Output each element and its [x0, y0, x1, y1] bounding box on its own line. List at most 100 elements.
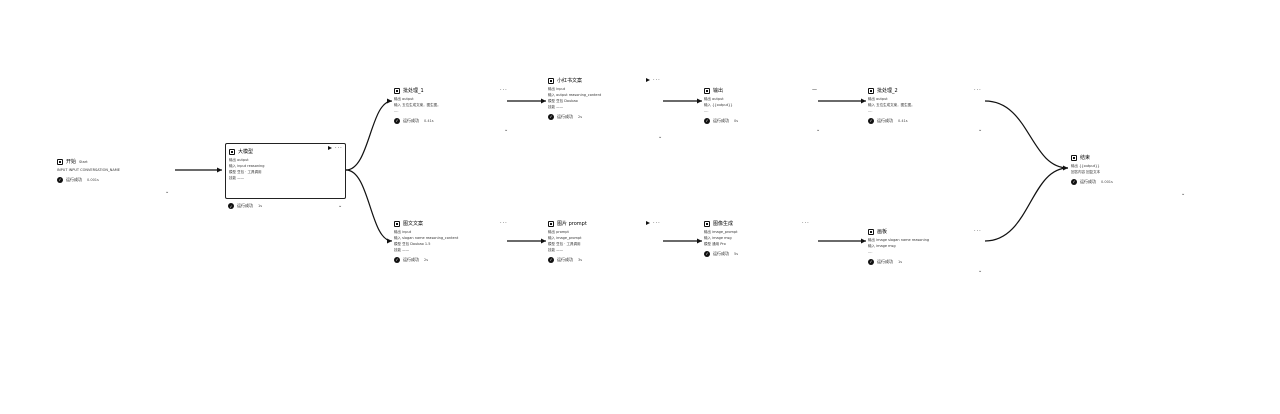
more-icon[interactable]: ···: [974, 87, 982, 93]
node-row: 输出 image_prompt: [704, 230, 738, 234]
node-row: 模型 豆包 Doubao 1.5: [394, 242, 431, 246]
node-toolbar: ···: [646, 76, 661, 84]
check-icon: ✓: [57, 177, 63, 183]
node-row: 模型 通用 Pro: [704, 242, 726, 246]
check-icon: ✓: [394, 118, 400, 124]
run-status: ✓ 运行成功 3s: [548, 256, 663, 264]
status-text: 运行成功: [877, 118, 893, 123]
run-status: ✓ 运行成功 0.001s: [57, 176, 172, 184]
run-status: ✓ 运行成功 5s: [704, 250, 819, 258]
edge-llm-batch1: [345, 100, 393, 171]
node-title: 大模型: [238, 149, 254, 155]
chevron-down-icon[interactable]: ⌄: [1181, 191, 1186, 197]
node-copywriting[interactable]: 图文文案 ··· 输出 input 输入 slogan name reasoni…: [394, 219, 509, 264]
check-icon: ✓: [868, 118, 874, 124]
node-subtitle: Start: [79, 160, 88, 164]
edge-llm-copywriting: [345, 169, 393, 242]
node-icon: [1071, 155, 1077, 161]
node-output[interactable]: 输出 — 输出 output 输入 {{output}} .... ✓ 运行成功…: [704, 86, 820, 133]
more-icon[interactable]: ···: [802, 220, 810, 226]
node-icon: [394, 88, 400, 94]
node-batch-2[interactable]: 批处理_2 ··· 输出 output 输入 五位生成文案，图生图。 .... …: [868, 86, 983, 133]
node-icon: [868, 88, 874, 94]
status-text: 运行成功: [557, 257, 573, 262]
check-icon: ✓: [548, 257, 554, 263]
run-status: ✓ 运行成功 2s: [548, 113, 663, 121]
node-llm[interactable]: 大模型 ··· 输出 output 输入 input reasoning 模型 …: [225, 143, 346, 199]
chevron-down-icon[interactable]: ⌄: [978, 127, 983, 133]
chevron-down-icon[interactable]: ⌄: [978, 268, 983, 274]
node-row: 输出 prompt: [548, 230, 569, 234]
check-icon: ✓: [548, 114, 554, 120]
node-row: ....: [394, 109, 399, 113]
chevron-down-icon[interactable]: ⌄: [165, 189, 170, 195]
run-time: 0.41s: [424, 119, 434, 123]
chevron-down-icon[interactable]: ⌄: [658, 134, 663, 140]
chevron-down-icon[interactable]: ⌄: [504, 127, 509, 133]
status-text: 运行成功: [557, 114, 573, 119]
node-row: 技能 ——: [548, 105, 564, 109]
run-time: 0.41s: [898, 119, 908, 123]
play-icon[interactable]: [328, 145, 332, 150]
node-row: 输入 image msg: [868, 244, 896, 248]
node-row: ....: [868, 109, 873, 113]
run-time: 2s: [424, 258, 429, 262]
run-status: ✓ 运行成功 0.41s: [868, 117, 983, 125]
chevron-down-icon[interactable]: ⌄: [338, 203, 343, 209]
node-xhs-copy[interactable]: 小红书文案 ··· 输出 input 输入 output reasoning_c…: [548, 76, 663, 140]
node-row: 技能 ——: [394, 248, 410, 252]
run-time: 0.001s: [87, 178, 99, 182]
run-time: 0s: [734, 119, 739, 123]
node-icon: [548, 78, 554, 84]
node-title: 小红书文案: [557, 78, 583, 84]
node-row: 输出 output: [229, 158, 249, 162]
node-icon: [704, 88, 710, 94]
node-end[interactable]: 结束 输出 {{output}} 回答内容 回复文本 ✓ 运行成功 0.001s…: [1071, 153, 1186, 197]
node-title: 图片 prompt: [557, 221, 587, 227]
status-text: 运行成功: [877, 259, 893, 264]
play-icon[interactable]: [646, 220, 650, 225]
node-start[interactable]: 开始 Start INPUT INPUT CONVERSATION_NAME ✓…: [57, 157, 172, 195]
node-title: 开始: [66, 159, 77, 165]
run-status: ✓ 运行成功 1s: [228, 203, 262, 209]
run-time: 1s: [898, 260, 903, 264]
more-icon[interactable]: ···: [653, 220, 661, 226]
check-icon: ✓: [704, 251, 710, 257]
more-icon[interactable]: ···: [974, 228, 982, 234]
node-image-prompt[interactable]: 图片 prompt ··· 输出 prompt 输入 image_prompt …: [548, 219, 663, 264]
run-status: ✓ 运行成功 2s: [394, 256, 509, 264]
node-title: 画板: [877, 229, 888, 235]
node-canvas[interactable]: 画板 ··· 输出 image slogan name reasoning 输入…: [868, 227, 983, 274]
node-row: 模型 豆包 Doubao: [548, 99, 578, 103]
check-icon: ✓: [228, 203, 234, 209]
node-row: 输入 image_prompt: [548, 236, 582, 240]
run-time: 3s: [578, 258, 583, 262]
more-icon[interactable]: ···: [500, 220, 508, 226]
more-icon[interactable]: ···: [653, 77, 661, 83]
chevron-down-icon[interactable]: ⌄: [816, 127, 821, 133]
status-text: 运行成功: [713, 118, 729, 123]
node-icon: [868, 229, 874, 235]
arrow-batch1: [387, 98, 392, 104]
node-image-generation[interactable]: 图像生成 ··· 输出 image_prompt 输入 image msg 模型…: [704, 219, 819, 258]
node-icon: [57, 159, 63, 165]
more-icon[interactable]: ···: [335, 145, 343, 151]
play-icon[interactable]: [646, 77, 650, 82]
node-title: 图文文案: [403, 221, 424, 227]
status-text: 运行成功: [403, 257, 419, 262]
arrow-xhs: [541, 98, 546, 104]
node-row: 回答内容 回复文本: [1071, 170, 1101, 174]
status-text: 运行成功: [66, 177, 82, 182]
node-row: 技能 ——: [548, 248, 564, 252]
more-icon[interactable]: —: [812, 87, 818, 93]
node-toolbar: ···: [646, 219, 661, 227]
status-text: 运行成功: [403, 118, 419, 123]
node-row: 输入 slogan name reasoning_content: [394, 236, 459, 240]
more-icon[interactable]: ···: [500, 87, 508, 93]
node-row: 输入 {{output}}: [704, 103, 733, 107]
node-batch-1[interactable]: 批处理_1 ··· 输出 output 输入 五位生成文案，图生图。 .... …: [394, 86, 509, 133]
arrow-llm: [217, 167, 222, 173]
node-row: 输出 output: [704, 97, 724, 101]
node-icon: [394, 221, 400, 227]
